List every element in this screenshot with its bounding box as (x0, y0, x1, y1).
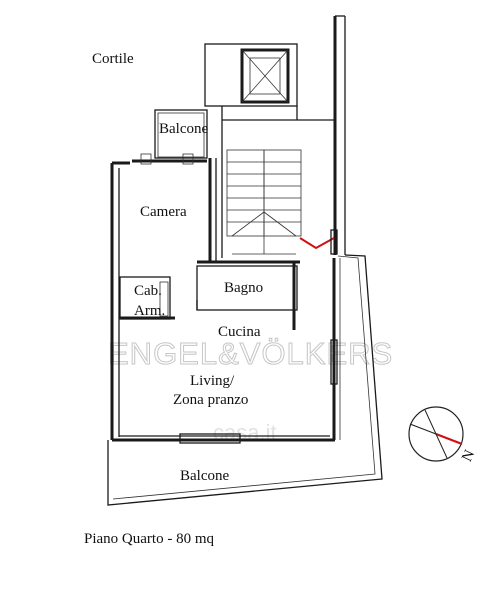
label-balcone-bottom: Balcone (180, 468, 229, 484)
compass-needle (435, 432, 463, 446)
label-camera: Camera (140, 204, 187, 220)
label-cucina: Cucina (218, 324, 261, 340)
label-living: Living/ (190, 373, 235, 389)
stair-block (204, 43, 335, 258)
label-arm: Arm. (134, 303, 165, 319)
exterior-walls (107, 15, 383, 506)
label-cortile: Cortile (92, 51, 134, 67)
watermark-brand: ENGEL&VÖLKERS (108, 336, 393, 371)
label-bagno: Bagno (224, 280, 263, 296)
label-zona-pranzo: Zona pranzo (173, 392, 248, 408)
north-label: N (459, 448, 478, 465)
label-balcone-top: Balcone (159, 121, 208, 137)
compass: N (408, 406, 478, 465)
watermark: ENGEL&VÖLKERS casa.it (108, 336, 393, 446)
entrance-marker (299, 237, 335, 250)
apartment-walls (110, 158, 341, 444)
room-labels: Cortile Balcone Camera Cab. Arm. Bagno C… (84, 51, 263, 547)
floor-caption: Piano Quarto - 80 mq (84, 531, 214, 547)
label-cab: Cab. (134, 283, 162, 299)
top-balcony (132, 109, 208, 165)
